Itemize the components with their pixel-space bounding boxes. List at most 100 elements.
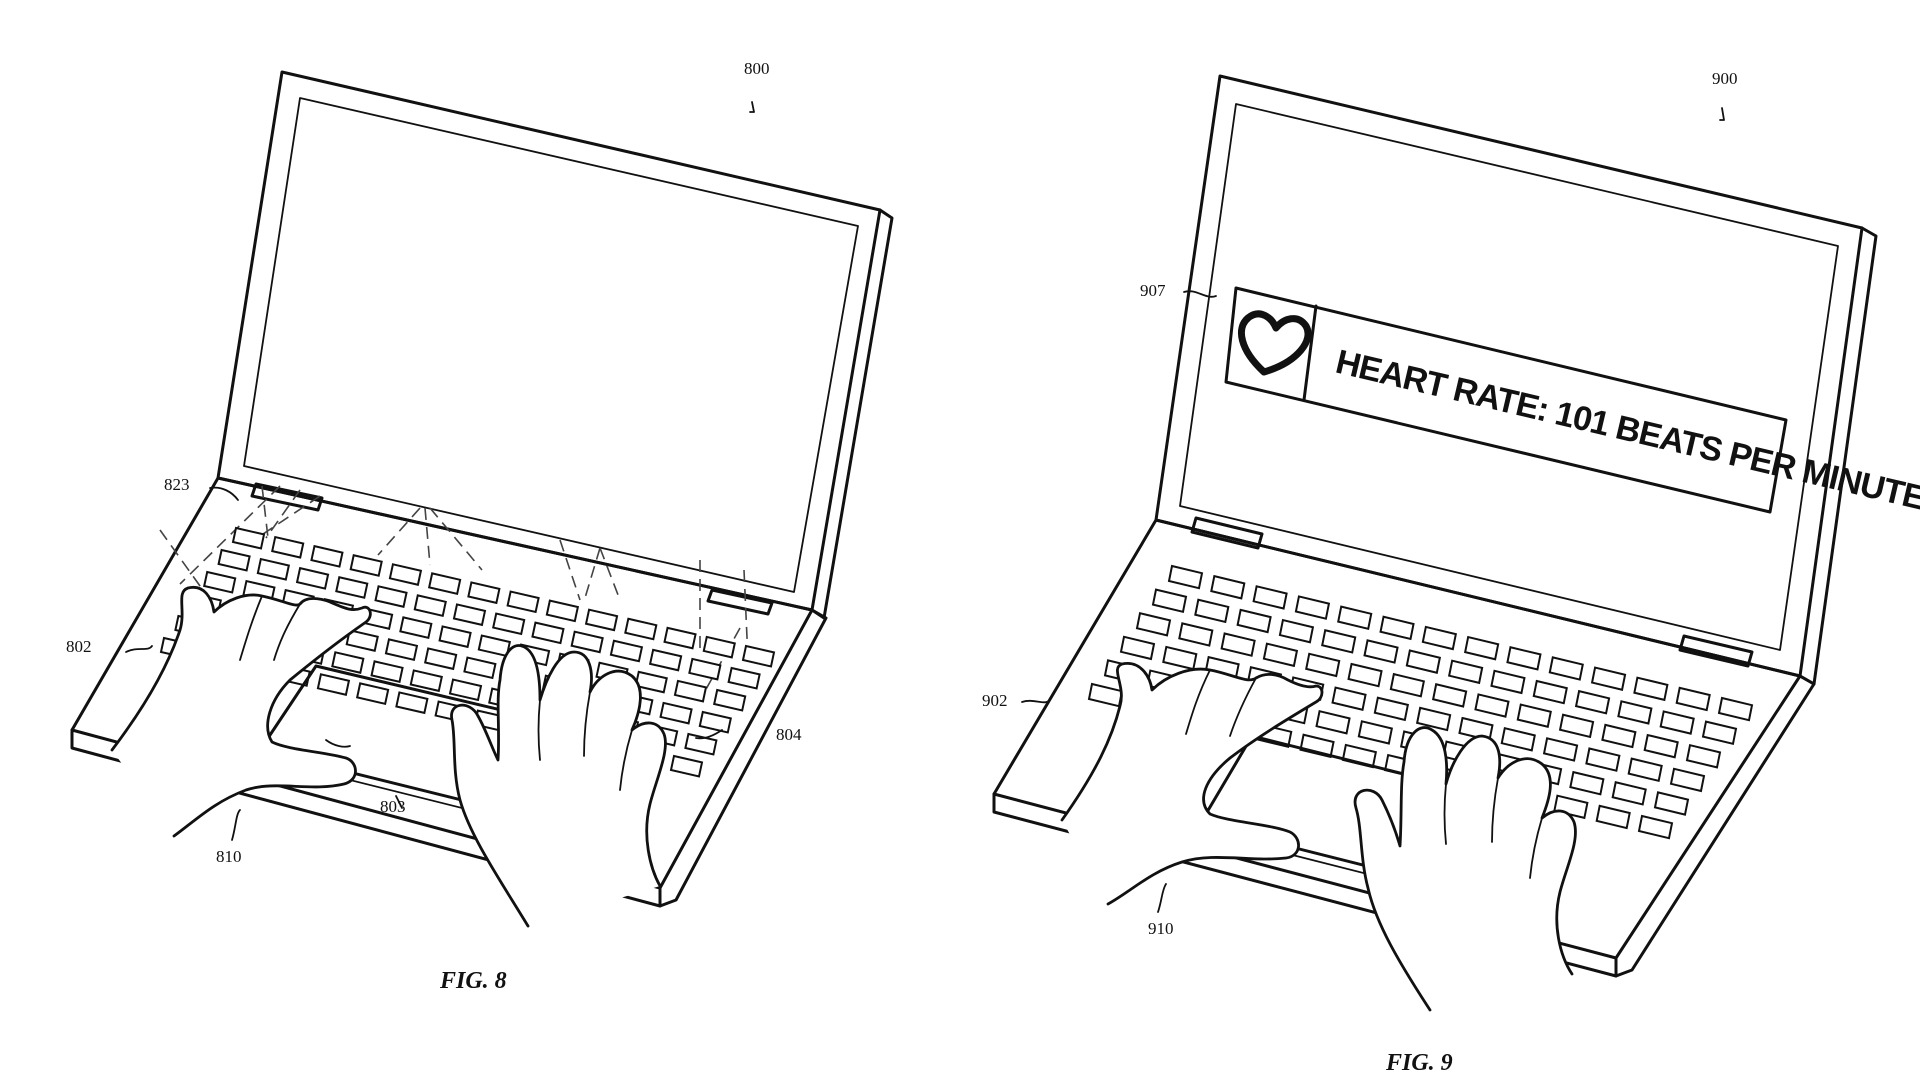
keyboard-key — [295, 566, 330, 590]
keyboard-key — [684, 732, 718, 756]
ref-label-900: 900 — [1712, 69, 1738, 88]
keyboard-key — [659, 701, 693, 725]
keyboard-key — [492, 612, 526, 636]
ref-label-907: 907 — [1140, 281, 1166, 300]
keyboard-key — [1659, 710, 1695, 735]
keyboard-key — [1135, 611, 1172, 637]
keyboard-key — [545, 599, 580, 623]
ref-label-800: 800 — [744, 59, 770, 78]
lead-lines-fig8 — [125, 101, 755, 841]
keyboard-key — [531, 621, 565, 645]
ref-label-804: 804 — [776, 725, 802, 744]
keyboard-key — [1463, 635, 1500, 661]
keyboard-key — [438, 625, 472, 649]
keyboard-key — [399, 616, 433, 640]
keyboard-key — [1447, 659, 1484, 685]
keyboard-key — [384, 638, 419, 662]
keyboard-key — [702, 635, 736, 659]
keyboard-key — [1167, 564, 1204, 590]
keyboard-key — [1637, 814, 1674, 840]
keyboard-key — [648, 648, 683, 672]
keyboard-key — [1220, 632, 1256, 657]
keyboard-key — [1119, 635, 1156, 661]
keyboard-key — [1421, 625, 1458, 651]
laptop-base-902 — [992, 516, 1816, 978]
keyboard-key — [1633, 676, 1669, 702]
keyboard-key — [1653, 791, 1690, 816]
keyboard-key — [413, 594, 447, 618]
keyboard-key — [217, 548, 251, 572]
keyboard-key — [624, 617, 658, 641]
keyboard-key — [1590, 666, 1627, 691]
keyboard-key — [374, 585, 408, 608]
keyboard-key — [1490, 669, 1526, 695]
keyboard-key — [1516, 703, 1552, 728]
keyboard-key — [1717, 696, 1754, 722]
keyboard-key — [1194, 598, 1230, 624]
keyboard-key — [1087, 682, 1124, 708]
keyboard-key — [1431, 683, 1468, 708]
keyboard-key — [1162, 645, 1198, 671]
keyboard-key — [1236, 608, 1272, 634]
keyboard-key — [1669, 767, 1706, 793]
keyboard-key — [452, 603, 487, 627]
keyboard-key — [345, 629, 379, 652]
keyboard-key — [1262, 642, 1299, 668]
keyboard-key — [203, 570, 237, 594]
keyboard-key — [1210, 574, 1246, 600]
ref-label-803: 803 — [380, 797, 406, 816]
ref-label-902: 902 — [982, 691, 1008, 710]
keyboard-key — [570, 630, 604, 654]
keyboard-key — [349, 554, 383, 577]
keyboard-key — [331, 651, 365, 674]
keyboard-key — [256, 557, 291, 581]
keyboard-key — [1574, 689, 1611, 715]
keyboard-key — [663, 626, 697, 650]
ref-label-823: 823 — [164, 475, 190, 494]
ref-label-802: 802 — [66, 637, 92, 656]
keyboard-key — [1305, 652, 1341, 678]
heart-icon — [1237, 310, 1312, 376]
keyboard-key — [1252, 585, 1288, 610]
keyboard-key — [1601, 723, 1637, 749]
keyboard-key — [1643, 733, 1679, 759]
keyboard-key — [271, 535, 305, 559]
keyboard-key — [1595, 804, 1631, 830]
keyboard-key — [1415, 706, 1452, 732]
figure-9: HEART RATE: 101 BEATS PER MINUTE — [982, 69, 1920, 1076]
keyboard-key — [741, 644, 776, 668]
keyboard-key — [1347, 662, 1383, 688]
keyboard-key — [427, 572, 462, 596]
lead-lines-fig9 — [1021, 107, 1725, 913]
ref-label-810: 810 — [216, 847, 242, 866]
keyboard-key — [1611, 781, 1647, 806]
keyboard-key — [409, 669, 443, 693]
keyboard-key — [584, 608, 619, 632]
keyboard-key — [1585, 747, 1621, 772]
keyboard-key — [1532, 679, 1568, 705]
keyboard-key — [1357, 720, 1394, 745]
hands-810 — [110, 585, 667, 928]
laptop-base-802 — [70, 476, 828, 908]
keyboard-key — [1363, 639, 1399, 664]
keyboard-key — [506, 590, 540, 614]
keyboard-key — [463, 656, 497, 680]
keyboard-key — [1675, 686, 1711, 712]
keyboard-key — [448, 678, 483, 702]
keyboard-key — [424, 647, 458, 671]
keyboard-key — [1331, 686, 1367, 711]
keyboard-key — [477, 634, 511, 658]
keyboard-key — [370, 660, 404, 684]
keyboard-key — [1627, 757, 1663, 783]
hands-910 — [1060, 662, 1577, 1012]
keyboard-key — [388, 563, 423, 586]
keyboard-key — [316, 673, 351, 696]
keyboard-key — [355, 682, 390, 706]
keyboard-key — [1178, 622, 1214, 647]
keyboard-key — [1617, 700, 1653, 725]
keyboard-key — [609, 639, 644, 663]
keyboard-key — [1685, 743, 1722, 769]
keyboard-key — [669, 754, 704, 778]
keyboard-key — [1405, 649, 1442, 674]
